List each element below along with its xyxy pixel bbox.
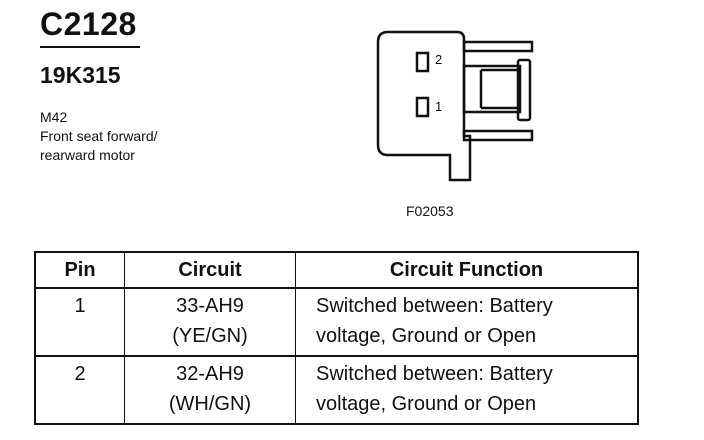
connector-description: M42 Front seat forward/ rearward motor <box>40 108 158 165</box>
terminal-blade-top <box>462 40 534 53</box>
function-line-2: voltage, Ground or Open <box>316 325 537 347</box>
connector-id-title: C2128 <box>40 6 137 42</box>
table-row: 1 33-AH9 (YE/GN) Switched between: Batte… <box>34 288 639 357</box>
pin-label-2: 2 <box>435 52 442 67</box>
locking-tab-frame <box>462 64 522 114</box>
function-cell: Switched between: Battery voltage, Groun… <box>295 356 639 425</box>
table-row: 2 32-AH9 (WH/GN) Switched between: Batte… <box>34 356 639 425</box>
connector-housing <box>376 30 472 182</box>
description-line-2: rearward motor <box>40 147 135 163</box>
wire-color: (WH/GN) <box>168 393 252 415</box>
circuit-cell: 33-AH9 (YE/GN) <box>124 288 296 357</box>
connector-face-diagram: 2 1 <box>376 30 534 182</box>
part-number: 19K315 <box>40 62 121 88</box>
pin-table: Pin Circuit Circuit Function 1 33-AH9 (Y… <box>34 251 639 425</box>
circuit-number: 33-AH9 <box>176 295 244 317</box>
locking-tab <box>479 68 519 110</box>
locking-tab-end <box>516 58 532 122</box>
pin-cell: 1 <box>34 288 125 357</box>
wire-color: (YE/GN) <box>172 325 248 347</box>
location-code: M42 <box>40 109 68 125</box>
figure-code: F02053 <box>406 203 454 219</box>
function-line-2: voltage, Ground or Open <box>316 393 537 415</box>
pin-cavity-1 <box>415 96 430 118</box>
header-pin: Pin <box>34 252 125 289</box>
header-circuit: Circuit <box>124 252 296 289</box>
description-line-1: Front seat forward/ <box>40 128 158 144</box>
pin-label-1: 1 <box>435 99 442 114</box>
function-line-1: Switched between: Battery <box>316 295 553 317</box>
circuit-number: 32-AH9 <box>176 363 244 385</box>
table-header-row: Pin Circuit Circuit Function <box>34 252 639 289</box>
function-cell: Switched between: Battery voltage, Groun… <box>295 288 639 357</box>
pin-cell: 2 <box>34 356 125 425</box>
circuit-cell: 32-AH9 (WH/GN) <box>124 356 296 425</box>
terminal-blade-bottom <box>462 129 534 142</box>
function-line-1: Switched between: Battery <box>316 363 553 385</box>
header-circuit-function: Circuit Function <box>295 252 639 289</box>
title-divider <box>40 46 140 48</box>
pin-cavity-2 <box>415 51 430 73</box>
